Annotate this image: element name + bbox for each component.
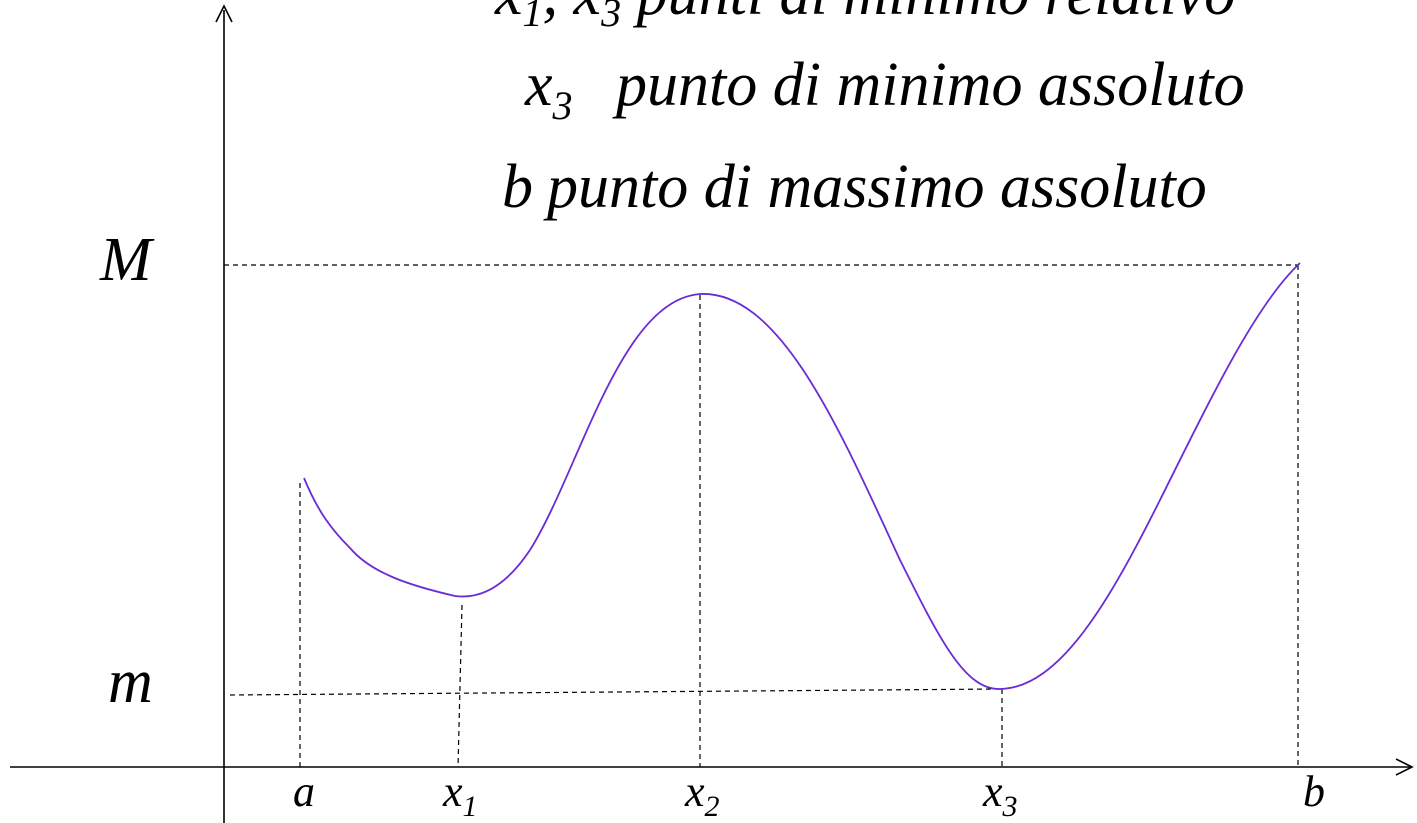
min-horizontal-guide: [229, 688, 1003, 696]
x-label-x3: x3: [982, 767, 1018, 823]
function-curve: [303, 262, 1301, 690]
x-label-b: b: [1303, 767, 1325, 816]
max-value-label: M: [99, 226, 155, 294]
x-label-x1: x1: [442, 767, 478, 823]
x1-vertical-guide: [457, 604, 463, 768]
y-axis-arrowhead: [215, 4, 233, 23]
x-axis-arrowhead: [1395, 758, 1414, 776]
cut-off-first-line: x1, x3 punti di minimo relativo: [494, 0, 1235, 35]
x-label-a: a: [293, 767, 315, 816]
x-label-x2: x2: [684, 767, 720, 823]
min-value-label: m: [108, 648, 153, 716]
